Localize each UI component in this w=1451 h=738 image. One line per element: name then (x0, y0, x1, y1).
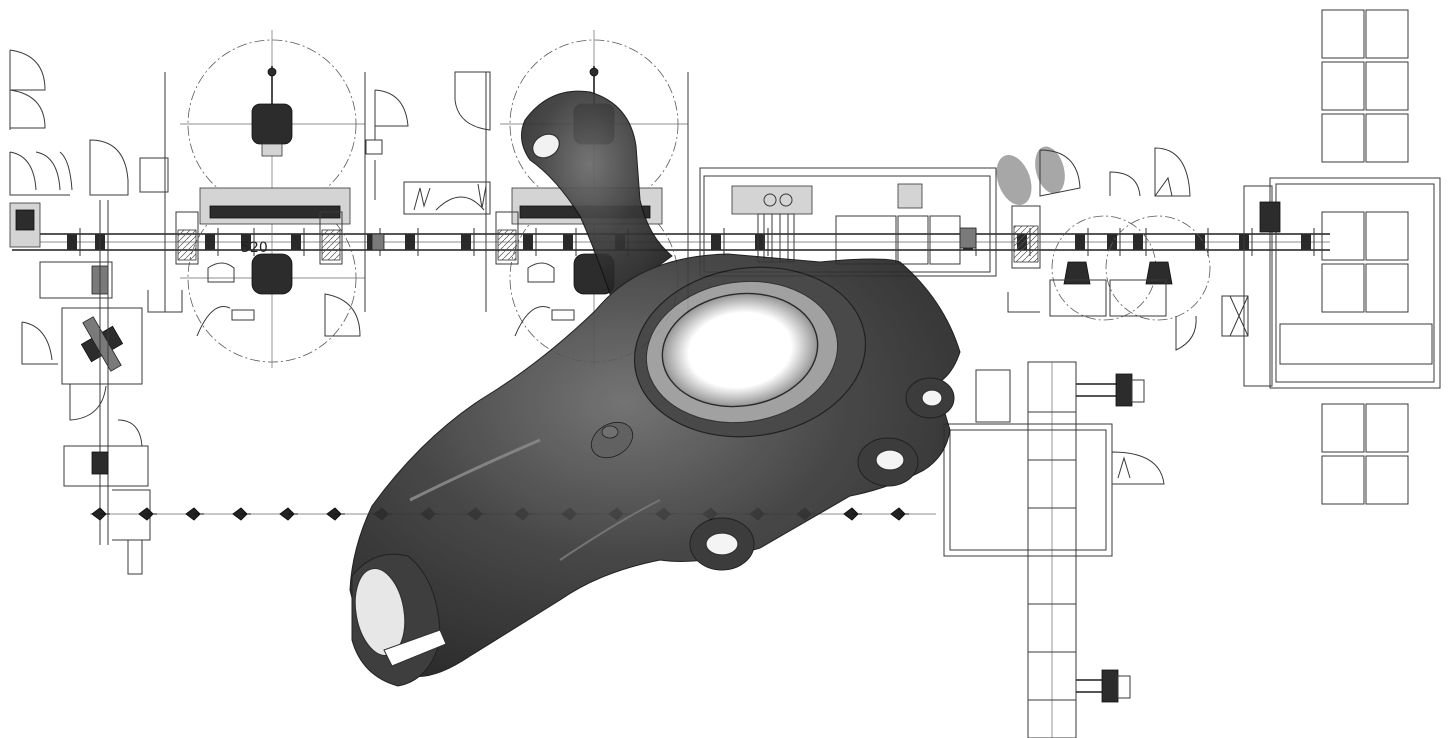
buffered-part (326, 507, 345, 521)
roller-station (205, 228, 219, 256)
robot-cell (996, 146, 1211, 351)
clamp-fixture-lower (1076, 669, 1131, 703)
roller-station (405, 228, 419, 256)
buffered-part (91, 507, 110, 521)
washing-control-module (699, 167, 997, 277)
steering-knuckle-render (349, 90, 961, 687)
roller-station (523, 228, 537, 256)
roller-station (563, 228, 577, 256)
roller-station (461, 228, 475, 256)
roller-station (67, 228, 81, 256)
roller-station (1133, 228, 1147, 256)
lower-outfeed-conveyor (943, 361, 1165, 738)
roller-station (711, 228, 725, 256)
machining-cell-1: 520 (147, 30, 409, 368)
station-number-label: 520 (241, 240, 268, 256)
left-loading-station (9, 49, 169, 575)
buffered-part (279, 507, 298, 521)
pallet-storage-towers (1221, 9, 1441, 505)
buffered-part (843, 507, 862, 521)
buffered-part (185, 507, 204, 521)
main-transfer-conveyor (12, 228, 1330, 256)
roller-station (1195, 228, 1209, 256)
clamp-fixture-upper (1076, 373, 1145, 407)
buffered-part (138, 507, 157, 521)
roller-station (1075, 228, 1089, 256)
roller-station (241, 228, 255, 256)
buffered-part (890, 507, 909, 521)
buffered-part (232, 507, 251, 521)
roller-station (291, 228, 305, 256)
interstation-enclosure (403, 71, 491, 215)
roller-station (1301, 228, 1315, 256)
roller-station (755, 228, 769, 256)
